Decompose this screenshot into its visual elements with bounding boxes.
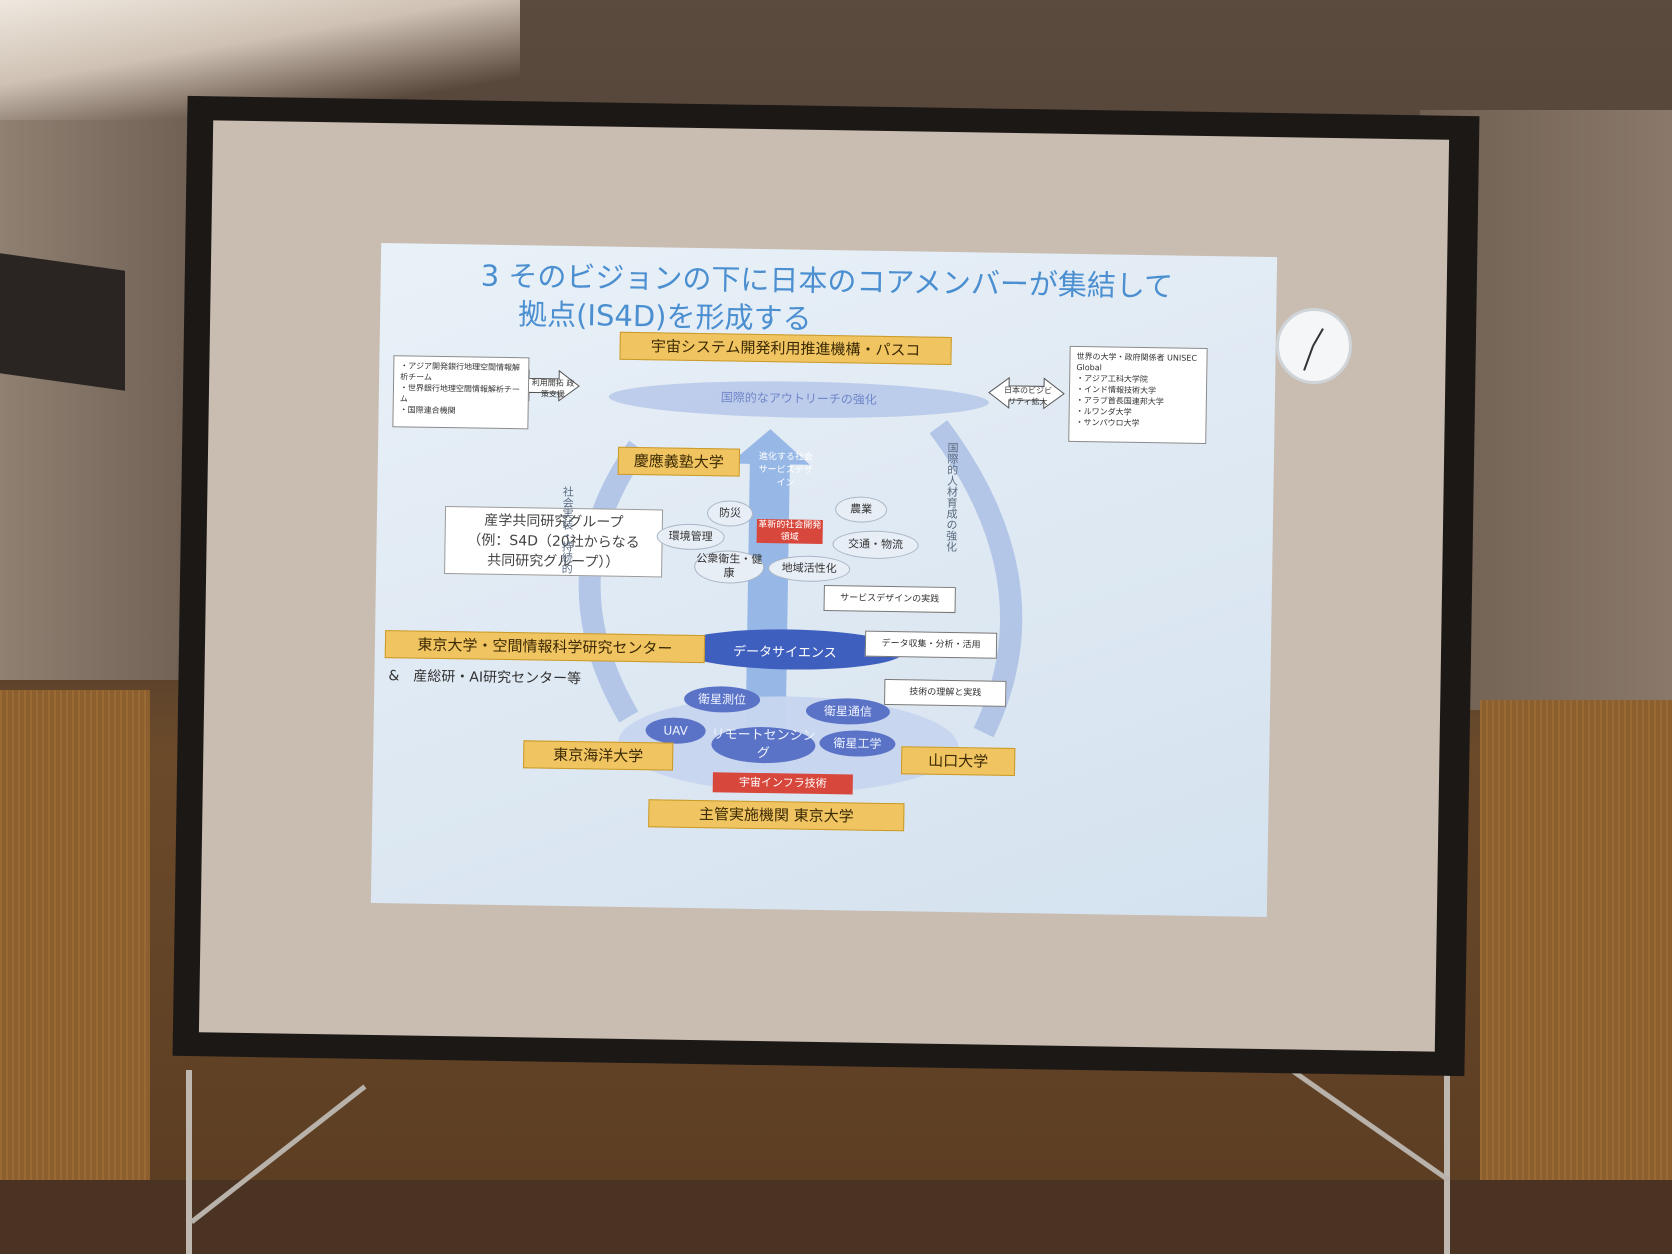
- tokyo-kaiyo-university: 東京海洋大学: [523, 740, 674, 771]
- right-arrow-label: 日本のビジビリティ拡大: [1003, 385, 1053, 407]
- yamaguchi-university: 山口大学: [900, 746, 1016, 777]
- wood-panel-left: [0, 690, 150, 1254]
- right-partner-heading: 世界の大学・政府関係者 UNISEC Global: [1076, 351, 1198, 373]
- screen-leg-left: [186, 1070, 192, 1254]
- presentation-slide: 3 そのビジョンの下に日本のコアメンバーが集結して 拠点(IS4D)を形成する …: [370, 243, 1278, 917]
- domain-agriculture: 農業: [834, 496, 888, 523]
- left-partner-item: ・国際連合機関: [399, 405, 456, 416]
- right-vertical-label: 国際的人材育成の強化: [944, 441, 960, 553]
- domain-disaster: 防災: [706, 500, 754, 527]
- data-collection-arrow: データ収集・分析・活用: [864, 630, 998, 659]
- tech-practice-arrow: 技術の理解と実践: [884, 678, 1007, 707]
- stage-floor: [0, 1180, 1672, 1254]
- innovation-label: 革新的社会開発領域: [756, 518, 823, 544]
- service-design-arrow: サービスデザインの実践: [823, 584, 956, 614]
- space-infrastructure-label: 宇宙インフラ技術: [712, 772, 853, 795]
- top-organization: 宇宙システム開発利用推進機構・パスコ: [619, 331, 952, 365]
- left-partner-item: ・アジア開発銀行地理空間情報解析チーム: [400, 361, 521, 382]
- speaker: [0, 253, 125, 391]
- right-partner-box: 世界の大学・政府関係者 UNISEC Global ・アジア工科大学院 ・インド…: [1068, 345, 1208, 444]
- left-arrow-label: 利用開拓 政策支援: [531, 378, 575, 399]
- utokyo-csis: 東京大学・空間情報科学研究センター: [384, 630, 706, 664]
- left-vertical-label: 社会実装・持続的: [560, 485, 575, 575]
- left-partner-box: ・アジア開発銀行地理空間情報解析チーム ・世界銀行地理空間情報解析チーム ・国際…: [392, 355, 530, 430]
- wood-panel-right: [1480, 700, 1672, 1254]
- center-arrow-label: 進化する社会サービスデザイン: [758, 451, 813, 489]
- right-partner-item: ・サンパウロ大学: [1075, 417, 1140, 428]
- screen-leg-right: [1444, 1070, 1450, 1254]
- lead-organization: 主管実施機関 東京大学: [648, 799, 905, 832]
- keio-university: 慶應義塾大学: [617, 446, 741, 477]
- wall-left: [0, 120, 200, 680]
- wall-clock-icon: [1276, 308, 1352, 384]
- aist-label: & 産総研・AI研究センター等: [388, 668, 582, 688]
- left-partner-item: ・世界銀行地理空間情報解析チーム: [399, 383, 521, 404]
- data-science-label: データサイエンス: [732, 644, 837, 662]
